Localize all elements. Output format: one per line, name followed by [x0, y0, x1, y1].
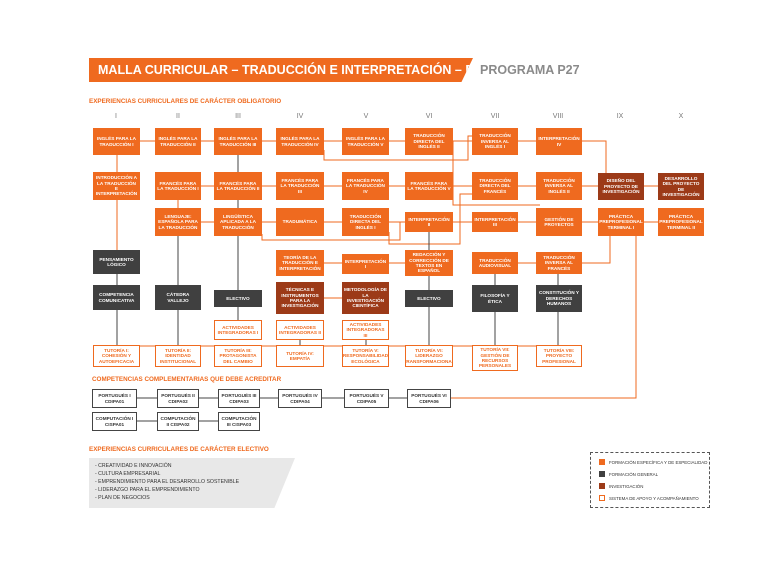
course-card[interactable]: TRADUCCIÓN INVERSA AL INGLÉS II — [536, 172, 582, 200]
course-card[interactable]: FRANCÉS PARA LA TRADUCCIÓN III — [276, 172, 324, 200]
course-card[interactable]: FRANCÉS PARA LA TRADUCCIÓN II — [214, 172, 262, 200]
tutoring-card[interactable]: TUTORÍA IV: EMPATÍA — [276, 345, 324, 367]
course-card[interactable]: PRÁCTICA PREPROFESIONAL TERMINAL I — [598, 208, 644, 236]
course-card[interactable]: FRANCÉS PARA LA TRADUCCIÓN I — [155, 172, 201, 200]
legend-item: FORMACIÓN GENERAL — [599, 471, 658, 477]
portuguese-card[interactable]: PORTUGUÉS III CDIPA03 — [218, 389, 260, 408]
course-card[interactable]: INTERPRETACIÓN IV — [536, 128, 582, 155]
course-card[interactable]: CÁTEDRA VALLEJO — [155, 285, 201, 310]
research-card[interactable]: DESARROLLO DEL PROYECTO DE INVESTIGACIÓN — [658, 173, 704, 200]
course-card[interactable]: ELECTIVO — [214, 290, 262, 307]
elective-item: - EMPRENDIMIENTO PARA EL DESARROLLO SOST… — [95, 479, 240, 485]
computing-card[interactable]: COMPUTACIÓN I CISPA01 — [92, 412, 137, 431]
course-card[interactable]: INTRODUCCIÓN A LA TRADUCCIÓN E INTERPRET… — [93, 172, 140, 200]
course-card[interactable]: INTERPRETACIÓN II — [405, 212, 453, 232]
portuguese-card[interactable]: PORTUGUÉS I CDIPA01 — [92, 389, 137, 408]
course-card[interactable]: TRADUCCIÓN INVERSA AL FRANCÉS — [536, 252, 582, 274]
cycle-header: III — [235, 113, 241, 120]
course-card[interactable]: TEORÍA DE LA TRADUCCIÓN E INTERPRETACIÓN — [276, 250, 324, 276]
tutoring-card[interactable]: TUTORÍA VII: GESTIÓN DE RECURSOS PERSONA… — [472, 345, 518, 371]
tutoring-card[interactable]: TUTORÍA II: IDENTIDAD INSTITUCIONAL — [155, 345, 201, 367]
portuguese-card[interactable]: PORTUGUÉS V CDIPA05 — [344, 389, 389, 408]
computing-card[interactable]: COMPUTACIÓN II CISPA02 — [157, 412, 199, 431]
legend-item: FORMACIÓN ESPECÍFICA Y DE ESPECIALIDAD — [599, 459, 707, 465]
activity-card[interactable]: ACTIVIDADES INTEGRADORAS I — [214, 320, 262, 340]
course-card[interactable]: PRÁCTICA PREPROFESIONAL TERMINAL II — [658, 208, 704, 236]
elective-item: - PLAN DE NEGOCIOS — [95, 495, 150, 501]
elective-item: - CULTURA EMPRESARIAL — [95, 471, 161, 477]
tutoring-card[interactable]: TUTORÍA V: RESPONSABILIDAD ECOLÓGICA — [342, 345, 389, 367]
cycle-header: VII — [490, 113, 500, 120]
course-card[interactable]: TRADUCCIÓN DIRECTA DEL FRANCÉS — [472, 172, 518, 200]
course-card[interactable]: TRADUMÁTICA — [276, 208, 324, 236]
course-card[interactable]: INGLÉS PARA LA TRADUCCIÓN IV — [276, 128, 324, 155]
course-card[interactable]: FILOSOFÍA Y ÉTICA — [472, 285, 518, 312]
course-card[interactable]: TRADUCCIÓN DIRECTA DEL INGLÉS II — [405, 128, 453, 155]
course-card[interactable]: INTERPRETACIÓN III — [472, 212, 518, 232]
cycle-header: II — [176, 113, 180, 120]
course-card[interactable]: PENSAMIENTO LÓGICO — [93, 250, 140, 274]
cycle-header: V — [363, 113, 369, 120]
portuguese-card[interactable]: PORTUGUÉS II CDIPA02 — [157, 389, 199, 408]
course-card[interactable]: REDACCIÓN Y CORRECCIÓN DE TEXTOS EN ESPA… — [405, 250, 453, 276]
course-card[interactable]: CONSTITUCIÓN Y DERECHOS HUMANOS — [536, 285, 582, 312]
tutoring-card[interactable]: TUTORÍA VI: LIDERAZGO TRANSFORMACIONAL — [405, 345, 453, 367]
activity-card[interactable]: ACTIVIDADES INTEGRADORAS III — [342, 320, 389, 340]
legend-item: INVESTIGACIÓN — [599, 483, 643, 489]
page-title: MALLA CURRICULAR – TRADUCCIÓN E INTERPRE… — [89, 58, 473, 82]
legend: FORMACIÓN ESPECÍFICA Y DE ESPECIALIDAD F… — [590, 452, 710, 508]
tutoring-card[interactable]: TUTORÍA I: COHESIÓN Y AUTOEFICACIA — [93, 345, 140, 367]
course-card[interactable]: LENGUAJE: ESPAÑOLA PARA LA TRADUCCIÓN — [155, 208, 201, 236]
course-card[interactable]: GESTIÓN DE PROYECTOS — [536, 208, 582, 236]
tutoring-card[interactable]: TUTORÍA III: PROTAGONISTA DEL CAMBIO — [214, 345, 262, 367]
program-code: PROGRAMA P27 — [480, 63, 580, 77]
course-card[interactable]: TRADUCCIÓN INVERSA AL INGLÉS I — [472, 128, 518, 155]
tutoring-card[interactable]: TUTORÍA VIII: PROYECTO PROFESIONAL — [536, 345, 582, 367]
elective-item: - LIDERAZGO PARA EL EMPRENDIMIENTO — [95, 487, 200, 493]
portuguese-card[interactable]: PORTUGUÉS IV CDIPA04 — [278, 389, 322, 408]
course-card[interactable]: FRANCÉS PARA LA TRADUCCIÓN IV — [342, 172, 389, 200]
course-card[interactable]: TRADUCCIÓN DIRECTA DEL INGLÉS I — [342, 208, 389, 236]
course-card[interactable]: FRANCÉS PARA LA TRADUCCIÓN V — [405, 172, 453, 200]
course-card[interactable]: COMPETENCIA COMUNICATIVA — [93, 285, 140, 310]
research-card[interactable]: TÉCNICAS E INSTRUMENTOS PARA LA INVESTIG… — [276, 282, 324, 314]
cycle-header: VI — [425, 113, 433, 120]
research-card[interactable]: DISEÑO DEL PROYECTO DE INVESTIGACIÓN — [598, 173, 644, 200]
course-card[interactable]: INGLÉS PARA LA TRADUCCIÓN III — [214, 128, 262, 155]
complementary-section-title: COMPETENCIAS COMPLEMENTARIAS QUE DEBE AC… — [92, 376, 282, 383]
course-card[interactable]: INGLÉS PARA LA TRADUCCIÓN V — [342, 128, 389, 155]
research-card[interactable]: METODOLOGÍA DE LA INVESTIGACIÓN CIENTÍFI… — [342, 282, 389, 314]
elective-section-title: EXPERIENCIAS CURRICULARES DE CARÁCTER EL… — [89, 446, 269, 453]
cycle-header: X — [678, 113, 684, 120]
course-card[interactable]: INGLÉS PARA LA TRADUCCIÓN I — [93, 128, 140, 155]
course-card[interactable]: TRADUCCIÓN AUDIOVISUAL — [472, 252, 518, 274]
cycle-header: IV — [296, 113, 304, 120]
course-card[interactable]: LINGÜÍSTICA APLICADA A LA TRADUCCIÓN — [214, 208, 262, 236]
course-card[interactable]: INGLÉS PARA LA TRADUCCIÓN II — [155, 128, 201, 155]
elective-panel — [89, 458, 295, 508]
mandatory-section-title: EXPERIENCIAS CURRICULARES DE CARÁCTER OB… — [89, 98, 282, 105]
portuguese-card[interactable]: PORTUGUÉS VI CDIPA06 — [407, 389, 451, 408]
activity-card[interactable]: ACTIVIDADES INTEGRADORAS II — [276, 320, 324, 340]
course-card[interactable]: ELECTIVO — [405, 290, 453, 307]
cycle-header: I — [115, 113, 117, 120]
legend-item: SISTEMA DE APOYO Y ACOMPAÑAMIENTO — [599, 495, 699, 501]
cycle-header: VIII — [552, 113, 564, 120]
elective-item: - CREATIVIDAD E INNOVACIÓN — [95, 463, 172, 469]
cycle-header: IX — [616, 113, 624, 120]
computing-card[interactable]: COMPUTACIÓN III CISPA03 — [218, 412, 260, 431]
course-card[interactable]: INTERPRETACIÓN I — [342, 254, 389, 274]
